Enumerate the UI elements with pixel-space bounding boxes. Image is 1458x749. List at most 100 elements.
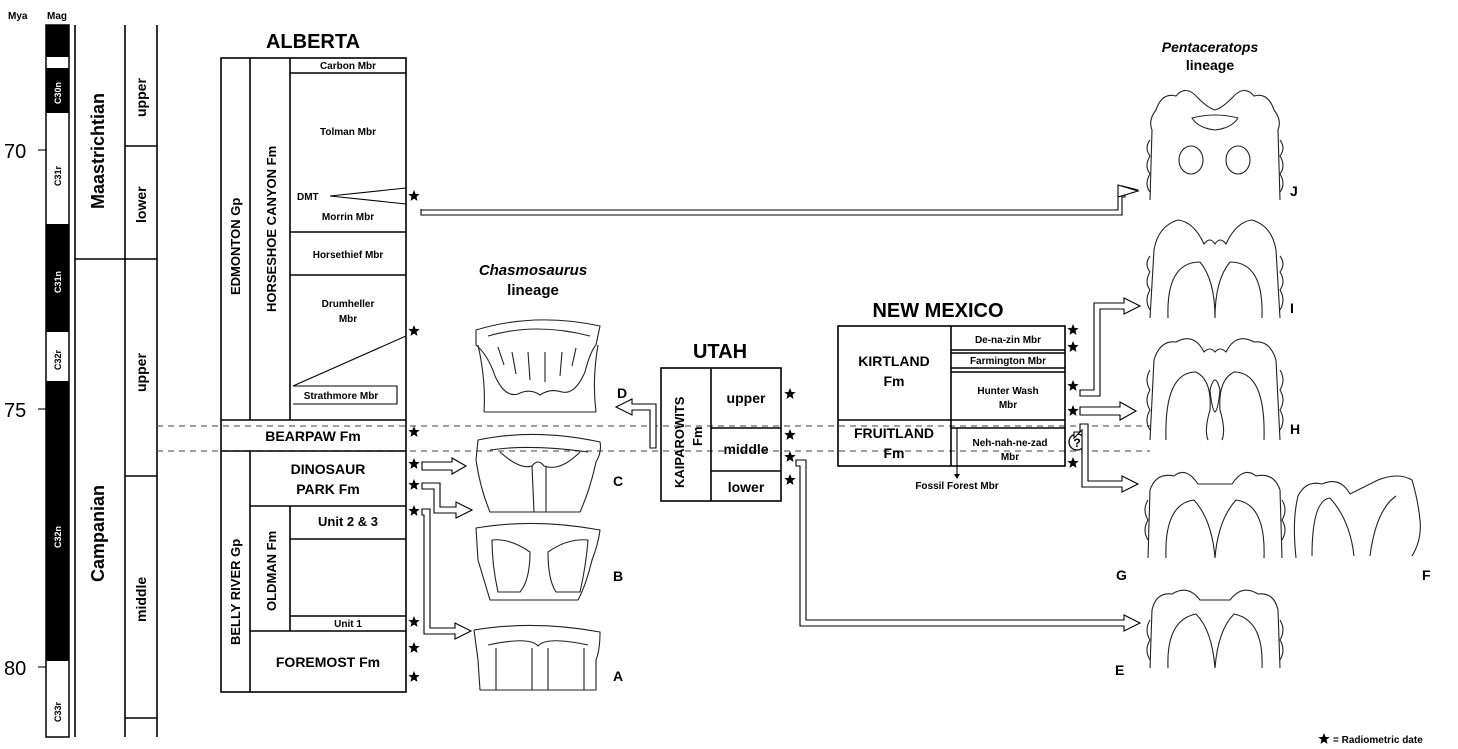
utah-title: UTAH — [693, 341, 747, 363]
carbon-mbr-label: Carbon Mbr — [320, 61, 376, 72]
de-na-zin-mbr-label: De-na-zin Mbr — [975, 335, 1041, 346]
stage-campanian: Campanian — [88, 485, 108, 582]
foremost-fm-label: FOREMOST Fm — [276, 654, 380, 670]
chasmosaurus-title: Chasmosaurus — [479, 262, 587, 279]
specimen-a-frill — [473, 624, 601, 691]
stage-column — [74, 25, 125, 737]
star-icon — [408, 616, 420, 627]
farmington-mbr-label: Farmington Mbr — [970, 356, 1046, 367]
arrow-hunter-wash-to-i — [1079, 297, 1142, 397]
tolman-mbr-label: Tolman Mbr — [320, 127, 376, 138]
specimen-h-label: H — [1290, 421, 1300, 437]
fruitland-label-2: Fm — [884, 445, 905, 461]
edmonton-gp-label: EDMONTON Gp — [228, 198, 243, 295]
specimen-e-label: E — [1115, 662, 1124, 678]
chron-c32r: C32r — [53, 349, 63, 370]
star-icon — [784, 474, 796, 485]
dinosaur-park-label-2: PARK Fm — [296, 481, 360, 497]
arrow-utah-to-e — [795, 459, 1142, 632]
specimen-g-label: G — [1116, 567, 1127, 583]
alberta-radiometric-stars — [408, 190, 420, 682]
new-mexico-column — [837, 325, 1066, 474]
kirtland-label-1: KIRTLAND — [858, 353, 930, 369]
kaiparowits-label-2: Fm — [690, 427, 705, 447]
arrow-dmt-shaft — [421, 196, 1119, 211]
specimen-g-frill — [1144, 471, 1286, 559]
specimen-i-frill — [1146, 219, 1284, 319]
kaiparowits-label-1: KAIPAROWITS — [672, 396, 687, 488]
star-icon — [1067, 341, 1079, 352]
specimen-d-label: D — [617, 385, 627, 401]
drumheller-mbr-label-2: Mbr — [339, 314, 357, 325]
specimen-i-label: I — [1290, 300, 1294, 316]
star-icon — [1067, 457, 1079, 468]
star-icon — [784, 451, 796, 462]
specimen-a-label: A — [613, 668, 623, 684]
kirtland-label-2: Fm — [884, 373, 905, 389]
mag-header: Mag — [47, 11, 67, 22]
specimen-c-frill — [475, 433, 602, 513]
stage-maastrichtian: Maastrichtian — [88, 93, 108, 209]
arrow-dp-to-a — [421, 508, 473, 640]
specimen-f-frill — [1293, 475, 1421, 559]
arrowhead-j — [1117, 184, 1140, 198]
star-icon — [408, 426, 420, 437]
utah-radiometric-stars — [784, 388, 796, 485]
substage-upper-maastrichtian: upper — [133, 78, 149, 117]
star-icon — [1067, 324, 1079, 335]
specimen-f-label: F — [1422, 567, 1431, 583]
tick-75: 75 — [4, 400, 26, 422]
tick-80: 80 — [4, 658, 26, 680]
substage-middle-campanian: middle — [133, 577, 149, 622]
pentaceratops-title: Pentaceratops — [1162, 39, 1259, 55]
dinosaur-park-label-1: DINOSAUR — [291, 461, 366, 477]
specimen-b-label: B — [613, 568, 623, 584]
unit-1-label: Unit 1 — [334, 619, 362, 630]
legend-text: = Radiometric date — [1333, 735, 1423, 746]
arrow-dmt-to-j — [420, 185, 1139, 216]
fossil-forest-mbr-label: Fossil Forest Mbr — [915, 481, 998, 492]
chron-c31n: C31n — [53, 271, 63, 293]
new-mexico-title: NEW MEXICO — [872, 300, 1003, 322]
neh-nah-ne-zad-mbr-label-2: Mbr — [1001, 452, 1019, 463]
utah-upper-label: upper — [727, 390, 766, 406]
chasmosaurus-subtitle: lineage — [507, 282, 559, 299]
specimen-j-label: J — [1290, 183, 1298, 199]
legend-star-icon — [1318, 733, 1330, 744]
chron-c33r: C33r — [53, 701, 63, 722]
specimen-d-frill — [475, 319, 601, 413]
fossil-forest-pointer — [954, 474, 960, 479]
specimen-e-frill — [1146, 589, 1284, 669]
belly-river-gp-label: BELLY RIVER Gp — [228, 539, 243, 645]
substage-lower-maastrichtian: lower — [133, 186, 149, 223]
hunter-wash-mbr-label-1: Hunter Wash — [977, 386, 1038, 397]
arrow-fruitland-to-g — [1073, 423, 1140, 493]
substage-upper-campanian: upper — [133, 353, 149, 392]
star-icon — [408, 325, 420, 336]
star-icon — [408, 479, 420, 490]
strathmore-mbr-label: Strathmore Mbr — [304, 391, 379, 402]
star-icon — [1067, 380, 1079, 391]
star-icon — [784, 429, 796, 440]
pentaceratops-subtitle: lineage — [1186, 57, 1234, 73]
oldman-fm-label: OLDMAN Fm — [264, 531, 279, 611]
specimen-c-label: C — [613, 473, 623, 489]
star-icon — [408, 642, 420, 653]
utah-middle-label: middle — [723, 441, 768, 457]
specimen-j-frill — [1146, 89, 1284, 201]
horsethief-mbr-label: Horsethief Mbr — [313, 250, 384, 261]
horseshoe-canyon-fm-label: HORSESHOE CANYON Fm — [264, 146, 279, 312]
chron-c30n: C30n — [53, 82, 63, 104]
arrow-utah-to-d — [614, 398, 657, 449]
alberta-column — [220, 57, 407, 693]
neh-nah-ne-zad-mbr-label-1: Neh-nah-ne-zad — [973, 438, 1048, 449]
morrin-mbr-label: Morrin Mbr — [322, 212, 374, 223]
arrow-dp-to-b — [421, 482, 474, 519]
specimen-b-frill — [475, 522, 601, 601]
mya-header: Mya — [8, 11, 28, 22]
drumheller-mbr-label-1: Drumheller — [322, 299, 375, 310]
uncertain-mark: ? — [1073, 436, 1080, 450]
fruitland-label-1: FRUITLAND — [854, 425, 934, 441]
arrow-hunter-wash-to-h — [1079, 401, 1138, 421]
